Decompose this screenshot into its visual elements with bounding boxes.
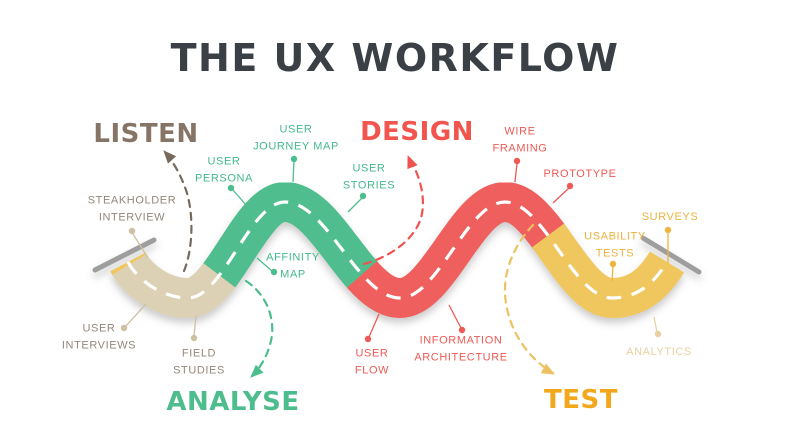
leader-field-studies: [190, 315, 198, 342]
leader-line: [448, 304, 462, 329]
leader-line: [552, 187, 570, 204]
design-arrow: [362, 156, 424, 266]
label-affinity-map: AFFINITY MAP: [266, 251, 320, 281]
leader-information-architecture: [448, 304, 466, 334]
label-prototype: PROTOTYPE: [543, 167, 617, 180]
leader-dot: [654, 330, 662, 338]
label-steakholder-interview: STEAKHOLDER INTERVIEW: [87, 194, 177, 224]
listen-arrowhead-icon: [163, 150, 177, 164]
leader-dot: [609, 260, 617, 268]
leader-line: [368, 313, 380, 338]
leader-dot: [128, 227, 136, 235]
road-end-cap: [640, 235, 702, 275]
leader-dot: [227, 184, 235, 192]
label-usability-tests: USABILITY TESTS: [584, 230, 646, 260]
leader-dot: [566, 182, 574, 190]
leader-steakholder-interview: [128, 227, 149, 259]
leader-user-stories: [347, 192, 367, 213]
analyse-arrow: [244, 279, 274, 378]
page-title: THE UX WORKFLOW: [170, 36, 620, 80]
leader-dot: [513, 157, 521, 165]
label-leaders: [120, 155, 672, 343]
label-user-journey-map: USER JOURNEY MAP: [253, 123, 339, 153]
leader-line: [193, 315, 197, 337]
label-surveys: SURVEYS: [641, 210, 699, 223]
leader-dot: [364, 335, 372, 343]
leader-analytics: [653, 316, 662, 338]
leader-dot: [290, 155, 298, 163]
phase-title-analyse: ANALYSE: [166, 387, 300, 417]
test-arrowhead-icon: [540, 363, 555, 375]
leader-dot: [458, 326, 466, 334]
test-arrow: [503, 223, 555, 375]
leader-dot: [664, 226, 672, 234]
leader-surveys: [664, 226, 672, 263]
leader-user-flow: [364, 313, 380, 343]
phase-arrows: [163, 150, 555, 378]
leader-usability-tests: [609, 260, 617, 282]
leader-user-journey-map: [290, 155, 298, 183]
leader-line: [231, 188, 248, 207]
leader-prototype: [552, 182, 574, 204]
label-user-persona: USER PERSONA: [195, 155, 253, 185]
label-user-stories: USER STORIES: [342, 162, 396, 192]
label-field-studies: FIELD STUDIES: [173, 347, 225, 377]
leader-line: [124, 303, 147, 328]
leader-affinity-map: [256, 257, 278, 276]
leader-line: [132, 233, 149, 259]
phase-title-design: DESIGN: [360, 117, 474, 147]
leader-dot: [359, 192, 367, 200]
leader-dot: [270, 268, 278, 276]
road-caps: [92, 235, 702, 275]
leader-wire-framing: [513, 157, 521, 183]
leader-user-persona: [227, 184, 248, 207]
label-information-architecture: INFORMATION ARCHITECTURE: [414, 334, 508, 364]
phase-title-test: TEST: [544, 385, 618, 415]
phase-title-listen: LISTEN: [93, 119, 199, 149]
leader-user-interviews: [120, 303, 147, 332]
label-wire-framing: WIRE FRAMING: [492, 125, 548, 155]
label-user-flow: USER FLOW: [354, 347, 390, 377]
leader-dot: [120, 324, 128, 332]
leader-line: [514, 162, 518, 183]
leader-line: [347, 197, 363, 213]
label-analytics: ANALYTICS: [626, 345, 692, 358]
leader-line: [256, 257, 273, 272]
design-arrowhead-icon: [407, 155, 418, 170]
analyse-arrowhead-icon: [250, 364, 264, 378]
label-user-interviews: USER INTERVIEWS: [61, 322, 137, 352]
leader-line: [292, 160, 295, 183]
road-start-cap: [92, 237, 157, 273]
leader-dot: [190, 334, 198, 342]
listen-arrow: [163, 151, 193, 273]
leader-line: [611, 265, 614, 282]
leader-line: [653, 316, 658, 333]
